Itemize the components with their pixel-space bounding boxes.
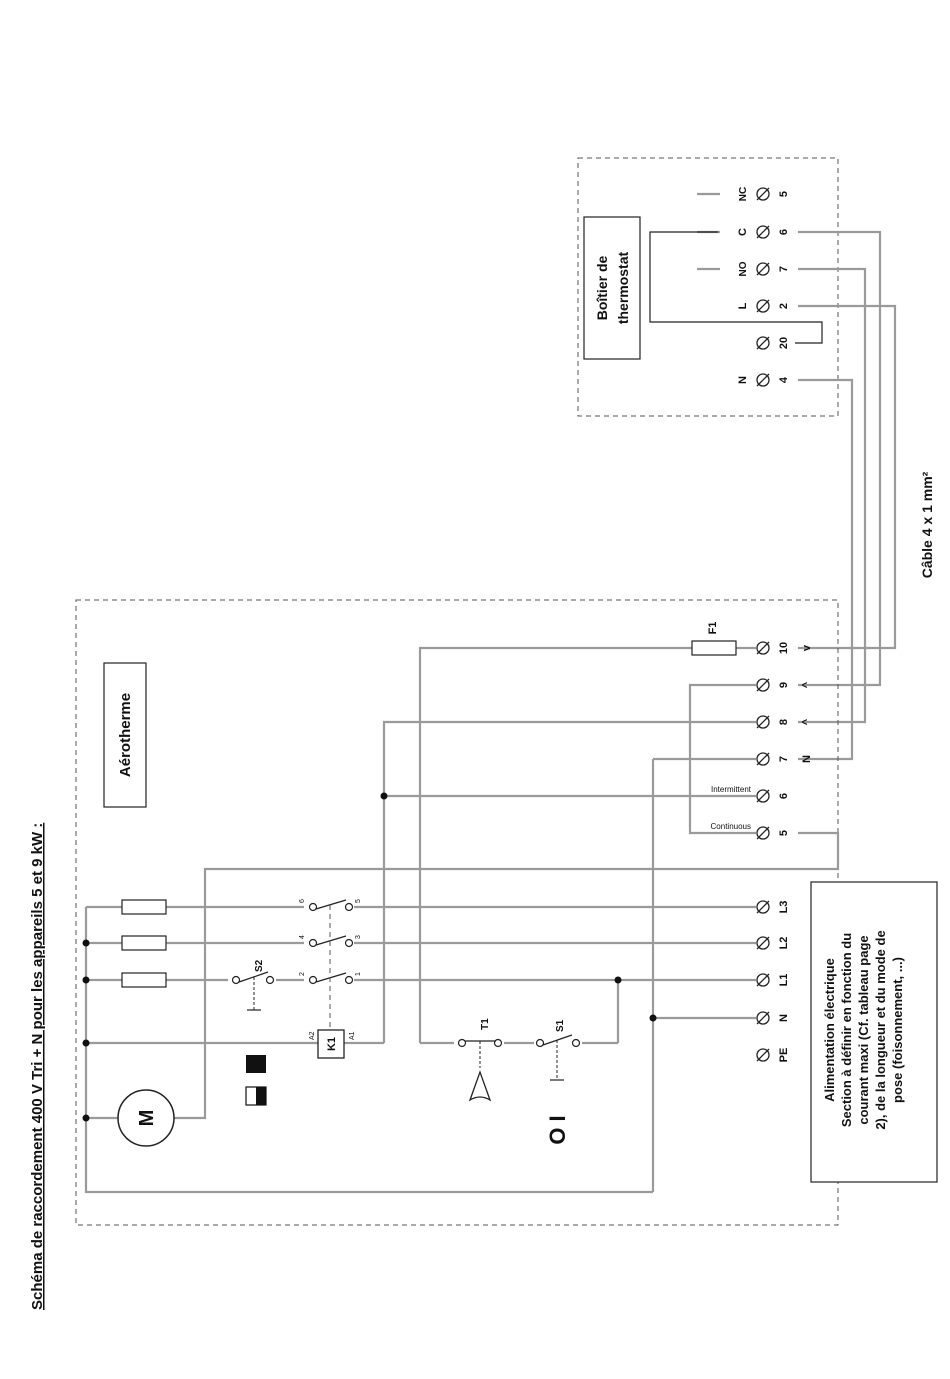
unit-terminal-9[interactable]: 9^ bbox=[756, 678, 813, 692]
svg-text:L: L bbox=[737, 302, 749, 309]
wire-n-to-7 bbox=[798, 378, 854, 761]
wire-fuse-in bbox=[418, 646, 692, 1043]
thermostat-terminal-6[interactable]: 6 C bbox=[737, 225, 790, 239]
power-note-line-1: Alimentation électrique bbox=[822, 958, 837, 1102]
k1-contacts: 6 5 4 3 2 1 bbox=[299, 899, 362, 1030]
unit-terminal-label: L3 bbox=[778, 901, 790, 914]
unit-terminal-mark: v bbox=[801, 644, 813, 651]
svg-text:F1: F1 bbox=[707, 622, 719, 635]
power-note-box bbox=[810, 881, 938, 1183]
svg-text:T1: T1 bbox=[480, 1018, 491, 1030]
svg-text:4: 4 bbox=[778, 376, 790, 383]
thermostat-label-line1: Boîtier de bbox=[594, 256, 610, 321]
svg-text:5: 5 bbox=[355, 899, 362, 903]
fuse-f1: F1 bbox=[691, 622, 737, 656]
thermostat-terminal-4[interactable]: 4 N bbox=[737, 373, 790, 387]
power-note-line-2: Section à définir en fonction du bbox=[839, 933, 854, 1127]
svg-text:S1: S1 bbox=[555, 1019, 566, 1032]
svg-text:7: 7 bbox=[778, 266, 790, 272]
unit-terminal-label: 6 bbox=[778, 793, 790, 799]
unit-terminal-label: L2 bbox=[778, 937, 790, 950]
svg-text:C: C bbox=[737, 228, 749, 236]
svg-text:5: 5 bbox=[778, 191, 790, 197]
unit-terminal-label: L1 bbox=[778, 974, 790, 987]
unit-terminal-l3[interactable]: L3 bbox=[756, 900, 790, 914]
unit-terminal-mark: N bbox=[801, 755, 813, 763]
switch-s2: S2 bbox=[228, 959, 276, 1011]
contactor-k1: K1 A2 A1 bbox=[309, 1029, 356, 1059]
svg-text:M: M bbox=[136, 1110, 158, 1127]
thermostat-terminal-20[interactable]: 20 bbox=[756, 336, 790, 350]
aerotherme-box bbox=[75, 599, 839, 1226]
on-off-symbol: O I bbox=[545, 1115, 570, 1144]
svg-text:A1: A1 bbox=[349, 1031, 356, 1040]
unit-terminal-label: PE bbox=[778, 1048, 790, 1063]
unit-terminal-10[interactable]: 10 v bbox=[756, 641, 813, 655]
svg-text:K1: K1 bbox=[326, 1037, 338, 1051]
unit-terminal-label: 7 bbox=[778, 756, 790, 762]
unit-terminal-pe[interactable]: PE bbox=[756, 1048, 790, 1063]
wire-c-to-9 bbox=[798, 230, 882, 687]
wire-l-to-10 bbox=[798, 304, 897, 650]
svg-text:3: 3 bbox=[355, 935, 362, 939]
unit-terminal-label: N bbox=[778, 1014, 790, 1022]
svg-text:20: 20 bbox=[778, 337, 790, 349]
svg-text:4: 4 bbox=[299, 935, 306, 939]
thermostat-label-box bbox=[583, 216, 641, 360]
thermostat-terminal-7[interactable]: 7 NO bbox=[738, 261, 790, 276]
wire-no-to-8 bbox=[798, 267, 867, 724]
svg-text:6: 6 bbox=[299, 899, 306, 903]
unit-terminal-l2[interactable]: L2 bbox=[756, 936, 790, 950]
wire-motor-return bbox=[84, 907, 653, 1194]
unit-terminal-mark: ^ bbox=[801, 681, 813, 688]
junction-dots bbox=[82, 792, 657, 1122]
svg-text:6: 6 bbox=[778, 229, 790, 235]
unit-terminal-6[interactable]: 6 bbox=[756, 789, 790, 803]
thermostat-terminal-5[interactable]: 5 NC bbox=[738, 187, 790, 201]
svg-text:A2: A2 bbox=[309, 1031, 316, 1040]
unit-terminal-label: 9 bbox=[778, 682, 790, 688]
unit-terminal-label: 10 bbox=[778, 642, 790, 654]
power-note-line-4: 2), de la longueur et du mode de bbox=[873, 930, 888, 1129]
thermostat-label-line2: thermostat bbox=[615, 251, 631, 324]
phase-fuses bbox=[121, 899, 167, 988]
unit-terminal-label: 5 bbox=[778, 830, 790, 836]
thermal-t1: T1 bbox=[454, 1018, 504, 1102]
diagram-title: Schéma de raccordement 400 V Tri + N pou… bbox=[29, 823, 46, 1310]
aerotherme-label-box bbox=[103, 662, 147, 808]
thermostat-internal-wire bbox=[649, 231, 823, 344]
wire-motor-to-5 bbox=[174, 831, 840, 1120]
thermostat-terminal-2[interactable]: 2 L bbox=[737, 299, 790, 313]
svg-text:2: 2 bbox=[299, 972, 306, 976]
motor: M bbox=[117, 1089, 175, 1147]
svg-text:NO: NO bbox=[738, 261, 749, 276]
power-note: Alimentation électrique Section à défini… bbox=[822, 930, 905, 1129]
svg-text:2: 2 bbox=[778, 303, 790, 309]
label-intermittent: Intermittent bbox=[711, 785, 752, 794]
unit-terminal-n[interactable]: N bbox=[756, 1011, 790, 1025]
svg-text:1: 1 bbox=[355, 972, 362, 976]
power-note-line-3: courant maxi (Cf. tableau page bbox=[856, 935, 871, 1124]
svg-text:S2: S2 bbox=[254, 959, 265, 972]
wire-continuous bbox=[688, 683, 756, 835]
unit-terminal-label: 8 bbox=[778, 719, 790, 725]
indicator-squares bbox=[245, 1055, 267, 1106]
cable-label: Câble 4 x 1 mm² bbox=[919, 471, 935, 578]
power-note-line-5: pose (foisonnement, ...) bbox=[890, 957, 905, 1103]
svg-text:NC: NC bbox=[738, 187, 749, 201]
aerotherme-label: Aérotherme bbox=[117, 693, 134, 777]
wire-coil-to-8 bbox=[382, 720, 756, 1043]
unit-terminal-l1[interactable]: L1 bbox=[756, 973, 790, 987]
unit-terminal-mark: ^ bbox=[801, 718, 813, 725]
label-continuous: Continuous bbox=[711, 822, 751, 831]
unit-terminal-8[interactable]: 8^ bbox=[756, 715, 813, 729]
thermostat-box bbox=[577, 157, 839, 417]
unit-terminal-5[interactable]: 5 bbox=[756, 826, 790, 840]
switch-s1: S1 bbox=[534, 1019, 582, 1081]
svg-text:N: N bbox=[737, 376, 749, 384]
